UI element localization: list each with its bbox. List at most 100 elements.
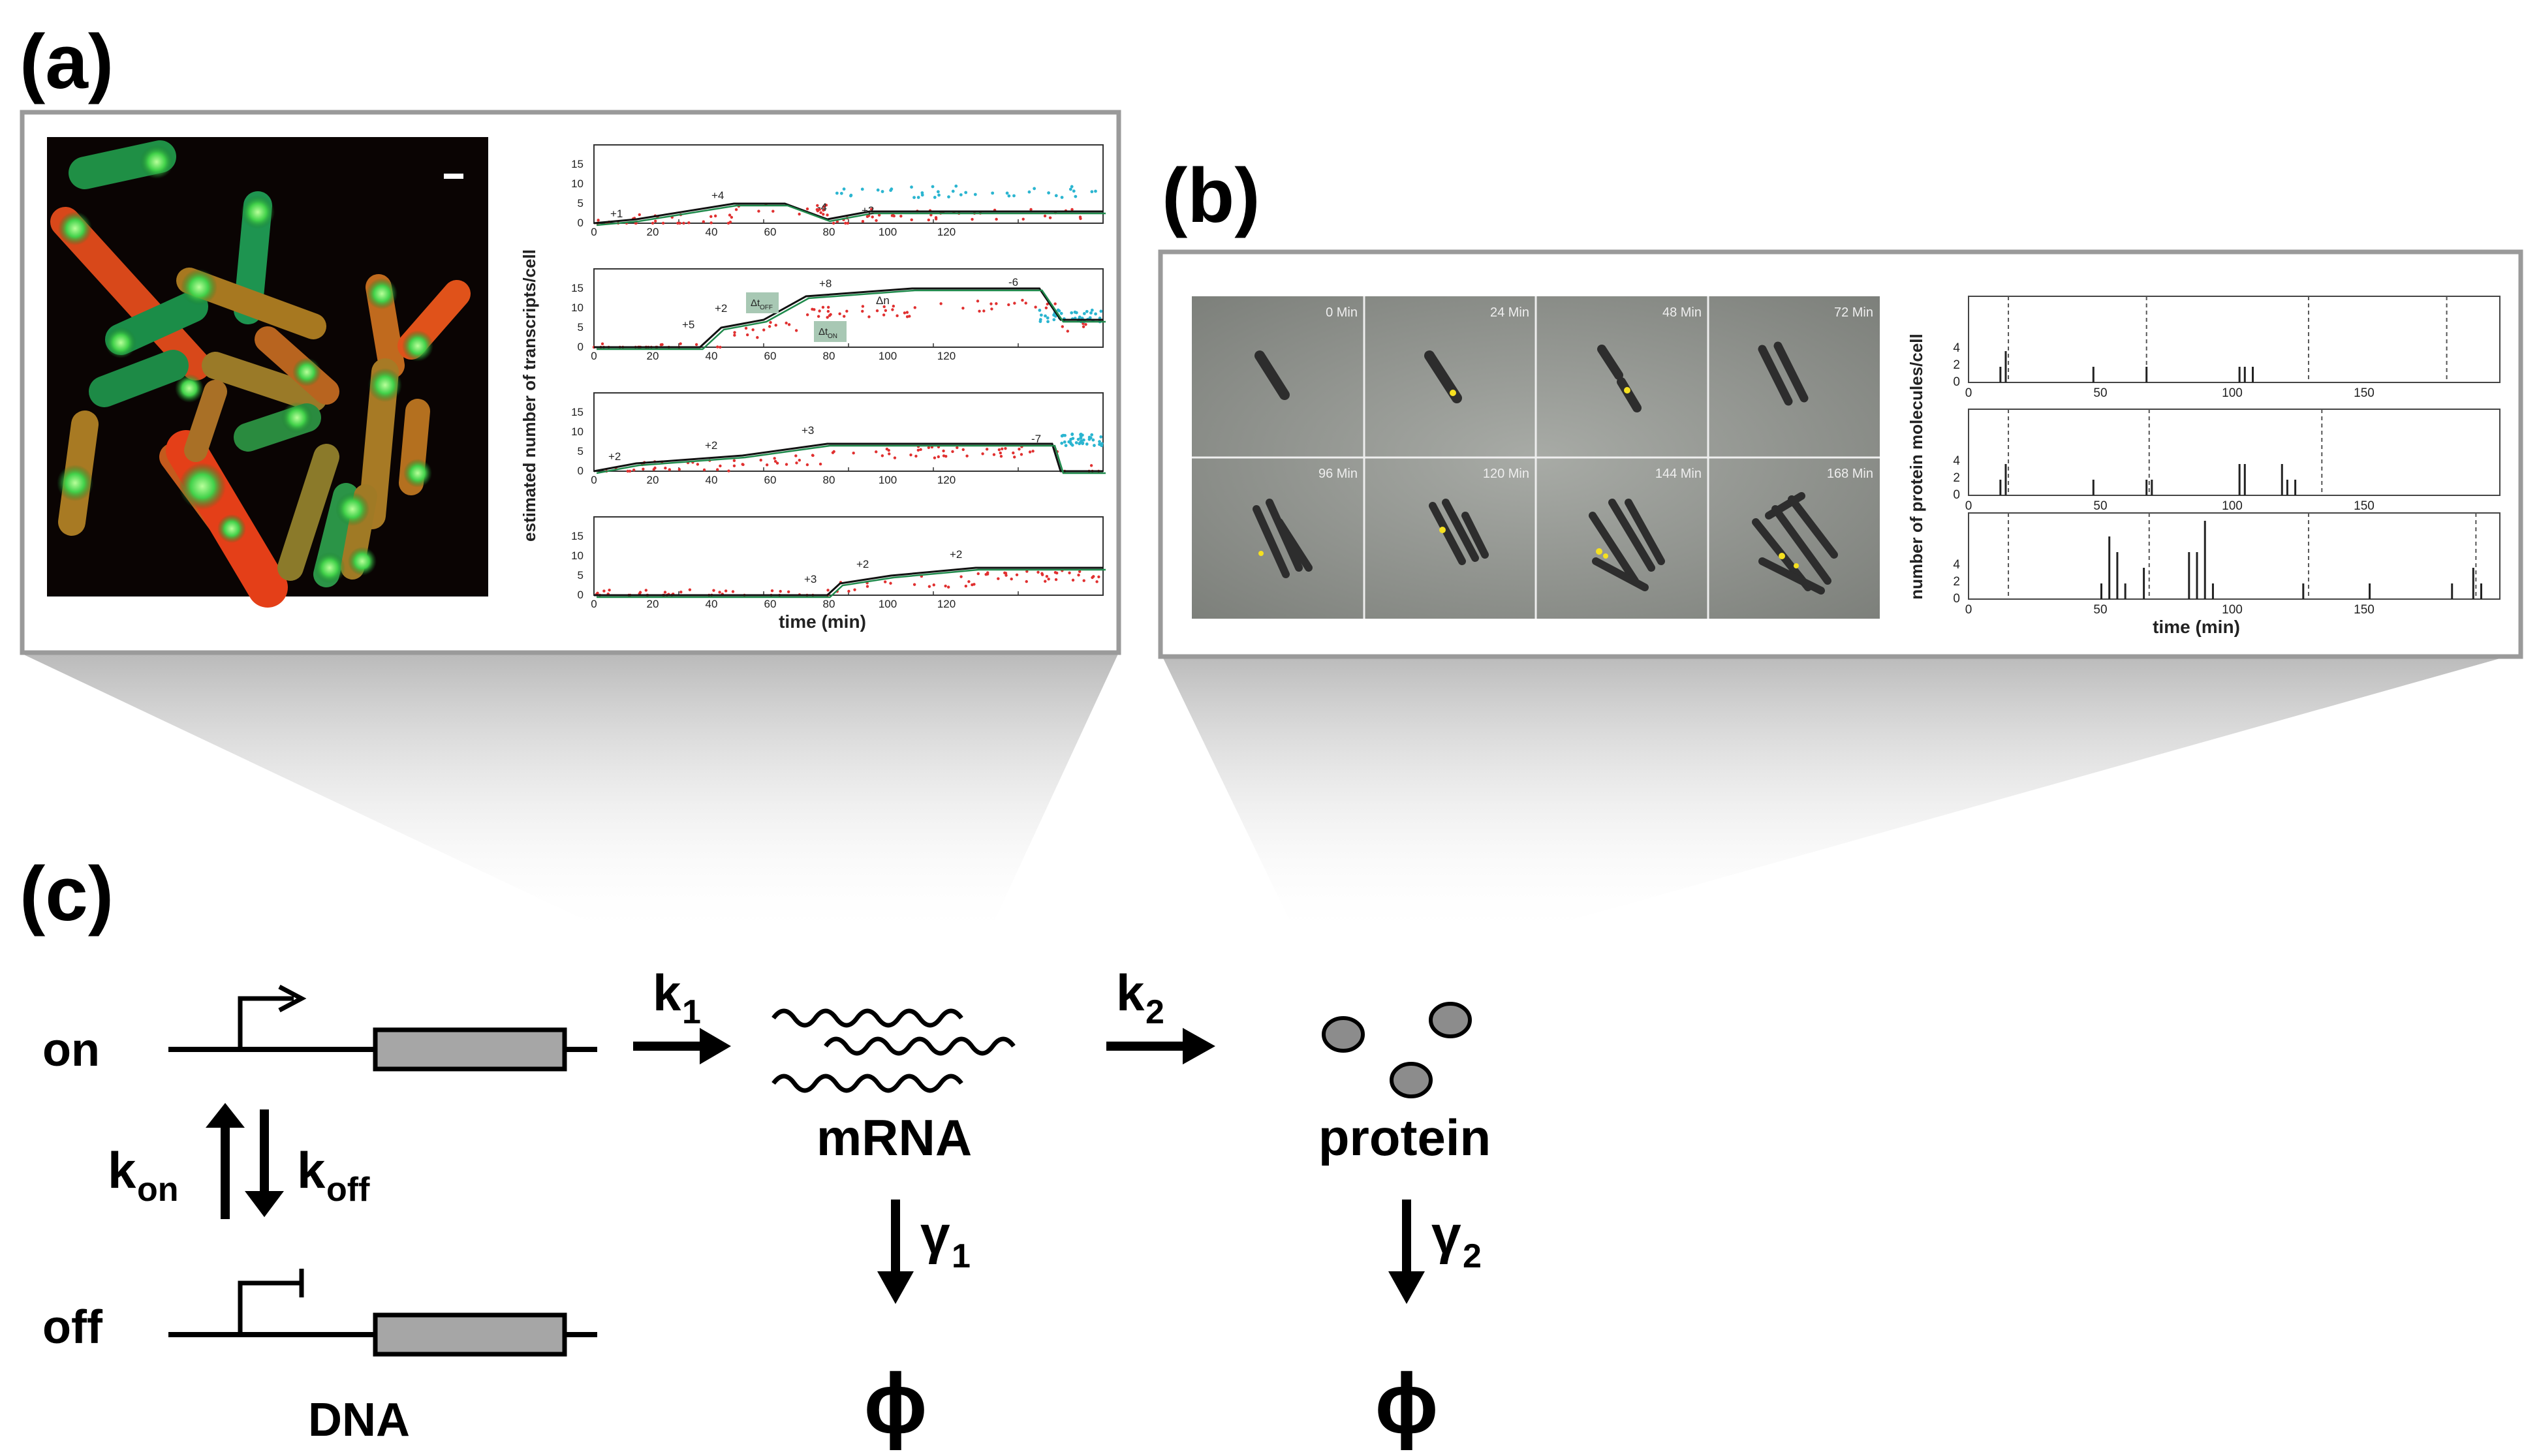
mrna-count-dot xyxy=(1046,302,1049,306)
mrna-count-dot xyxy=(805,207,809,211)
a4-xtick-0: 0 xyxy=(591,598,597,610)
sibling-count-dot xyxy=(912,196,916,200)
mrna-count-dot xyxy=(644,589,648,592)
mrna-count-dot xyxy=(653,219,657,223)
mrna-count-dot xyxy=(1020,453,1023,456)
mrna-count-dot xyxy=(816,204,819,208)
a4-ytick-2: 10 xyxy=(571,550,584,562)
mrna-count-dot xyxy=(732,459,736,463)
b2-ytick-2: 4 xyxy=(1953,454,1960,468)
sibling-count-dot xyxy=(1099,435,1103,439)
panel-label-a: (a) xyxy=(20,19,114,105)
panel-a-plots: estimated number of transcripts/cell tim… xyxy=(520,144,1106,632)
a1-ytick-0: 0 xyxy=(578,217,584,229)
mrna-count-dot xyxy=(832,221,835,225)
mrna-count-dot xyxy=(608,588,611,592)
mrna-count-dot xyxy=(597,219,600,222)
mrna-count-dot xyxy=(741,463,744,466)
mrna-count-dot xyxy=(822,213,825,216)
smoothed-line xyxy=(597,289,1106,350)
sibling-count-dot xyxy=(1074,194,1078,198)
mrna-count-dot xyxy=(986,571,989,574)
mrna-count-dot xyxy=(880,454,884,457)
mrna-count-dot xyxy=(832,450,835,454)
mrna-count-dot xyxy=(712,589,715,592)
sibling-count-dot xyxy=(889,189,893,193)
sibling-count-dot xyxy=(1053,315,1057,318)
sibling-count-dot xyxy=(1070,311,1074,315)
mrna-count-dot xyxy=(932,583,935,587)
step-fit-line xyxy=(594,566,1103,596)
sibling-count-dot xyxy=(1094,189,1097,193)
mrna-count-dot xyxy=(817,315,820,318)
mrna-count-dot xyxy=(659,343,663,347)
mrna-count-dot xyxy=(1029,208,1033,211)
mrna-count-dot xyxy=(1048,216,1052,219)
mrna-count-dot xyxy=(995,217,998,221)
mrna-count-dot xyxy=(785,321,788,325)
sibling-count-dot xyxy=(880,190,884,193)
mrna-count-dot xyxy=(843,315,846,318)
mrna-count-dot xyxy=(719,345,722,349)
mrna-count-dot xyxy=(956,446,959,450)
mrna-count-dot xyxy=(869,208,873,211)
a2-ann-0: +5 xyxy=(682,318,694,331)
sibling-count-dot xyxy=(1063,433,1067,437)
mrna-count-dot xyxy=(944,454,948,458)
mrna-count-dot xyxy=(896,314,899,318)
sibling-count-dot xyxy=(937,193,941,197)
frame-label-5: 120 Min xyxy=(1483,467,1529,481)
gene-on-coding-box xyxy=(373,1027,567,1072)
tau-off-sub: OFF xyxy=(760,304,773,311)
sibling-count-dot xyxy=(1044,314,1047,318)
gamma2-sub: 2 xyxy=(1463,1237,1482,1275)
mrna-count-dot xyxy=(853,588,856,591)
a3-ytick-3: 15 xyxy=(571,406,584,418)
sibling-count-dot xyxy=(1070,185,1074,189)
a3-ann-0: +2 xyxy=(608,450,621,463)
a1-ytick-1: 5 xyxy=(578,197,584,209)
tau-off-box xyxy=(746,292,779,313)
sibling-count-dot xyxy=(931,185,935,189)
mrna-count-dot xyxy=(694,343,698,347)
step-fit-line xyxy=(593,202,1103,225)
mrna-count-dot xyxy=(678,221,681,225)
mrna-count-dot xyxy=(887,448,890,452)
mrna-count-dot xyxy=(861,305,865,308)
mrna-count-dot xyxy=(1007,303,1010,307)
sibling-count-dot xyxy=(1082,438,1085,442)
mrna-count-dot xyxy=(884,309,888,312)
zoom-funnel-a xyxy=(20,653,1119,940)
b3-ytick-2: 4 xyxy=(1953,558,1960,572)
b2-xtick-1: 50 xyxy=(2093,499,2107,513)
mrna-count-dot xyxy=(719,464,722,468)
sibling-count-dot xyxy=(1046,320,1050,324)
mrna-count-dot xyxy=(664,467,667,470)
mrna-count-dot xyxy=(1018,447,1021,451)
mrna-count-dot xyxy=(1036,570,1040,574)
dna-label: DNA xyxy=(308,1394,410,1446)
mrna-count-dot xyxy=(668,468,672,471)
mrna-count-dot xyxy=(816,209,820,213)
sibling-count-dot xyxy=(973,193,977,196)
mrna-count-dot xyxy=(892,304,896,308)
sibling-count-dot xyxy=(1073,310,1077,314)
mrna-count-dot xyxy=(1024,302,1027,305)
panel-a-xlabel: time (min) xyxy=(779,612,866,632)
mrna-count-dot xyxy=(688,588,692,591)
tau-on-box xyxy=(814,321,847,342)
mrna-count-dot xyxy=(997,577,1000,580)
mrna-count-dot xyxy=(1077,573,1080,577)
sibling-count-dot xyxy=(1033,187,1036,191)
sibling-count-dot xyxy=(936,190,940,194)
gamma1-sub: 1 xyxy=(952,1237,971,1275)
a3-ann-2: +3 xyxy=(802,424,814,437)
b2-xtick-0: 0 xyxy=(1965,499,1972,513)
mrna-count-dot xyxy=(724,589,728,593)
a2-xtick-2: 40 xyxy=(706,350,718,362)
mrna-molecules xyxy=(771,1008,1016,1093)
mrna-count-dot xyxy=(1055,571,1059,575)
mrna-count-dot xyxy=(1070,208,1074,211)
mrna-count-dot xyxy=(1043,214,1047,218)
mrna-count-dot xyxy=(1092,575,1095,578)
